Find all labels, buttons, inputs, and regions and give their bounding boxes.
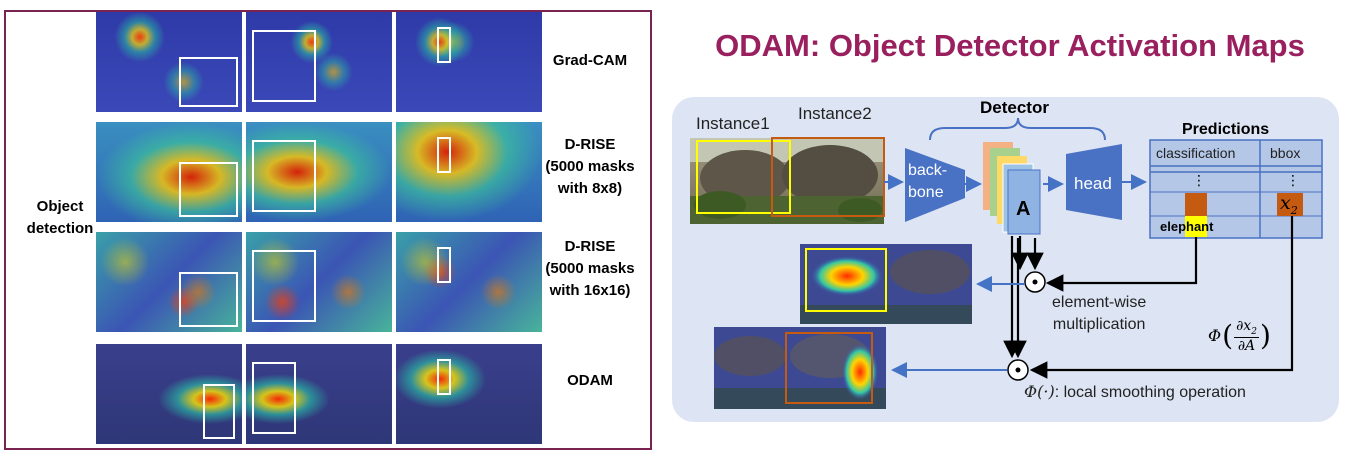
backbone-label: back- bone <box>908 160 947 204</box>
method-name: ODAM <box>567 372 613 389</box>
instance1-label: Instance1 <box>696 114 770 133</box>
method-name: D-RISE <box>564 136 616 153</box>
heatmap-thumbnail <box>396 344 542 444</box>
elementwise-label: element-wise multiplication <box>1052 292 1146 336</box>
method-label-gradcam: Grad-CAM <box>535 50 645 72</box>
fraction-subscript: 2 <box>1251 326 1257 337</box>
detection-box <box>251 362 296 434</box>
method-label-odam: ODAM <box>535 370 645 392</box>
head-label: head <box>1074 174 1112 193</box>
input-image <box>690 137 885 224</box>
feature-map-stack <box>983 142 1041 235</box>
detection-box <box>251 140 317 212</box>
instance2-label: Instance2 <box>798 104 872 123</box>
heatmap-thumbnail <box>96 344 242 444</box>
elementwise-line: element-wise <box>1052 294 1147 311</box>
heatmap-thumbnail <box>96 122 242 222</box>
detection-box <box>436 27 452 63</box>
bbox-symbol: x <box>1280 192 1291 214</box>
comparison-panel <box>4 10 652 450</box>
heatmap-thumbnail <box>96 232 242 332</box>
backbone-label-line: bone <box>908 184 944 201</box>
detection-box <box>251 250 317 322</box>
method-sub: with 8x8) <box>557 180 623 197</box>
class-ellipsis: ⋮ <box>1192 172 1206 188</box>
method-name: Grad-CAM <box>552 52 628 69</box>
elephant-highlight <box>1185 216 1207 237</box>
bbox-x2-symbol: x2 <box>1280 192 1298 217</box>
detection-box <box>251 30 317 102</box>
method-sub: (5000 masks <box>545 260 635 277</box>
instance1-heatmap <box>800 244 972 324</box>
detector-brace <box>929 117 1106 141</box>
backbone-block <box>905 148 965 222</box>
heatmap-thumbnail <box>246 122 392 222</box>
elementwise-line: multiplication <box>1052 316 1146 333</box>
heatmap-thumbnail <box>246 12 392 112</box>
method-name: D-RISE <box>564 238 616 255</box>
fraction-denominator: ∂A <box>1237 337 1256 354</box>
bbox-x2-cell <box>1277 193 1303 216</box>
heatmap-thumbnail <box>396 122 542 222</box>
detector-label: Detector <box>980 98 1049 117</box>
detection-box <box>436 247 452 283</box>
method-sub: (5000 masks <box>545 158 635 175</box>
heatmap-thumbnail <box>96 12 242 112</box>
heatmap-thumbnail <box>396 232 542 332</box>
feature-map-label: A <box>1016 198 1031 220</box>
gradient-fraction: ∂x2 ∂A <box>1234 318 1259 354</box>
method-label-drise-8x8: D-RISE (5000 masks with 8x8) <box>535 134 645 200</box>
detection-box <box>179 162 238 217</box>
detection-box <box>436 359 452 395</box>
smoothing-phi: Φ(·) <box>1024 382 1055 401</box>
smoothing-text: : local smoothing operation <box>1054 384 1246 401</box>
col-bbox: bbox <box>1270 145 1301 161</box>
predictions-title: Predictions <box>1182 121 1270 138</box>
method-sub: with 16x16) <box>549 282 631 299</box>
smoothing-label: Φ(·): local smoothing operation <box>1024 382 1246 402</box>
heatmap-thumbnail <box>396 12 542 112</box>
row-label: Object detection <box>26 198 94 237</box>
detection-box <box>436 137 452 173</box>
head-block <box>1066 144 1122 220</box>
predictions-table <box>1149 139 1323 239</box>
elephant-class-cell <box>1185 193 1207 216</box>
bbox-ellipsis: ⋮ <box>1286 172 1300 188</box>
phi-gradient-formula: Φ ( ∂x2 ∂A ) <box>1208 318 1271 354</box>
detection-box <box>202 384 235 439</box>
backbone-label-line: back- <box>908 162 948 179</box>
phi-symbol: Φ <box>1208 326 1222 346</box>
instance2-heatmap <box>714 327 886 409</box>
diagram-title: ODAM: Object Detector Activation Maps <box>715 28 1305 63</box>
bbox-subscript: 2 <box>1290 203 1298 217</box>
detection-box <box>179 57 238 107</box>
detection-box <box>179 272 238 327</box>
fraction-numerator: ∂x <box>1236 318 1252 334</box>
heatmap-thumbnail <box>246 344 392 444</box>
method-label-drise-16x16: D-RISE (5000 masks with 16x16) <box>535 236 645 302</box>
heatmap-thumbnail <box>246 232 392 332</box>
elephant-label: elephant <box>1160 219 1214 234</box>
col-classification: classification <box>1156 145 1236 161</box>
